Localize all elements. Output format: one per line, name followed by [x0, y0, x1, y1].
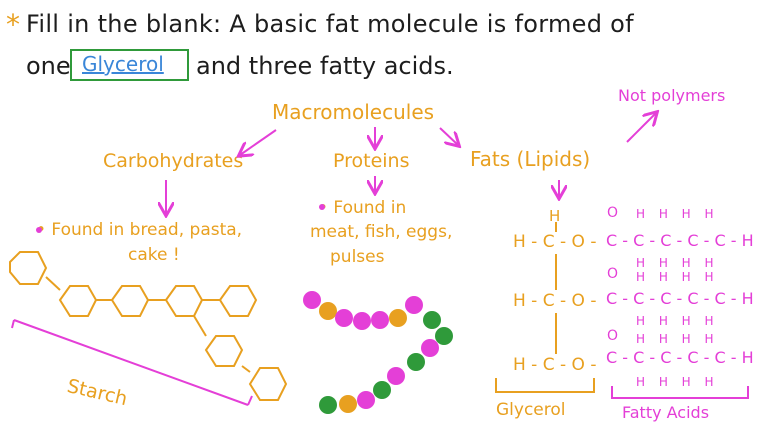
bead	[389, 309, 407, 327]
bead	[303, 291, 321, 309]
question-line-2-prefix: one	[26, 52, 71, 80]
hexagon	[218, 285, 258, 317]
bead	[421, 339, 439, 357]
fatty-acids-label: Fatty Acids	[622, 403, 710, 422]
fatty-row-1: C - C - C - C - C - H	[606, 231, 754, 250]
carb-note-line-1: • Found in bread, pasta,	[36, 220, 243, 240]
glycerol-label: Glycerol	[496, 400, 566, 420]
fatty-acids-bracket	[611, 386, 749, 399]
fatty-o-2: O	[607, 266, 619, 282]
protein-note-line-3: pulses	[330, 247, 385, 267]
hexagon	[164, 285, 204, 317]
hexagon	[9, 251, 48, 285]
bead	[319, 396, 337, 414]
hexagon	[110, 285, 150, 317]
fatty-htop-2: H H H H	[636, 270, 719, 284]
arrow-to-not-polymers	[626, 113, 656, 143]
protein-bullet	[319, 204, 325, 210]
glycerol-row-1: H - C - O -	[513, 232, 597, 252]
answer-box	[70, 49, 189, 81]
bead	[423, 311, 441, 329]
fatty-hbot-2: H H H H	[636, 314, 719, 328]
starch-bracket	[11, 319, 253, 406]
star-mark: *	[6, 8, 20, 41]
question-line-1: Fill in the blank: A basic fat molecule …	[26, 10, 634, 38]
fatty-o-3: O	[607, 328, 619, 344]
bead	[373, 381, 391, 399]
bead	[371, 311, 389, 329]
bead	[339, 395, 357, 413]
glycerol-row-3: H - C - O -	[513, 355, 597, 375]
starch-chain	[9, 251, 288, 401]
bead	[319, 302, 337, 320]
carb-note-line-2: cake !	[128, 245, 180, 265]
question-line-2-suffix: and three fatty acids.	[196, 52, 454, 80]
fatty-htop-1: H H H H	[636, 207, 719, 221]
hexagon	[204, 335, 244, 367]
fatty-htop-3: H H H H	[636, 332, 719, 346]
arrow-to-carbohydrates	[240, 129, 277, 155]
protein-chain	[303, 291, 453, 414]
glycerol-bracket	[495, 378, 595, 393]
protein-note-line-1: • Found in	[318, 198, 407, 218]
answer-text: Glycerol	[82, 52, 164, 76]
fatty-hbot-3: H H H H	[636, 375, 719, 389]
bead	[353, 312, 371, 330]
fatty-row-3: C - C - C - C - C - H	[606, 348, 754, 367]
carbohydrates-label: Carbohydrates	[103, 150, 244, 172]
arrow-to-fats	[439, 127, 458, 145]
bead	[407, 353, 425, 371]
hexagon	[58, 285, 98, 317]
fats-label: Fats (Lipids)	[470, 147, 591, 171]
glycerol-top-h: H	[549, 207, 561, 225]
not-polymers-label: Not polymers	[618, 86, 726, 105]
macromolecules-label: Macromolecules	[272, 100, 435, 124]
carb-bullet	[36, 227, 42, 233]
bead	[335, 309, 353, 327]
bead	[435, 327, 453, 345]
bead	[405, 296, 423, 314]
bead	[387, 367, 405, 385]
fatty-hbot-1: H H H H	[636, 256, 719, 270]
fatty-row-2: C - C - C - C - C - H	[606, 289, 754, 308]
bead	[357, 391, 375, 409]
protein-note-line-2: meat, fish, eggs,	[310, 222, 453, 242]
hexagon	[248, 367, 288, 401]
glycerol-row-2: H - C - O -	[513, 291, 597, 311]
proteins-label: Proteins	[333, 150, 410, 172]
fatty-o-1: O	[607, 205, 619, 221]
